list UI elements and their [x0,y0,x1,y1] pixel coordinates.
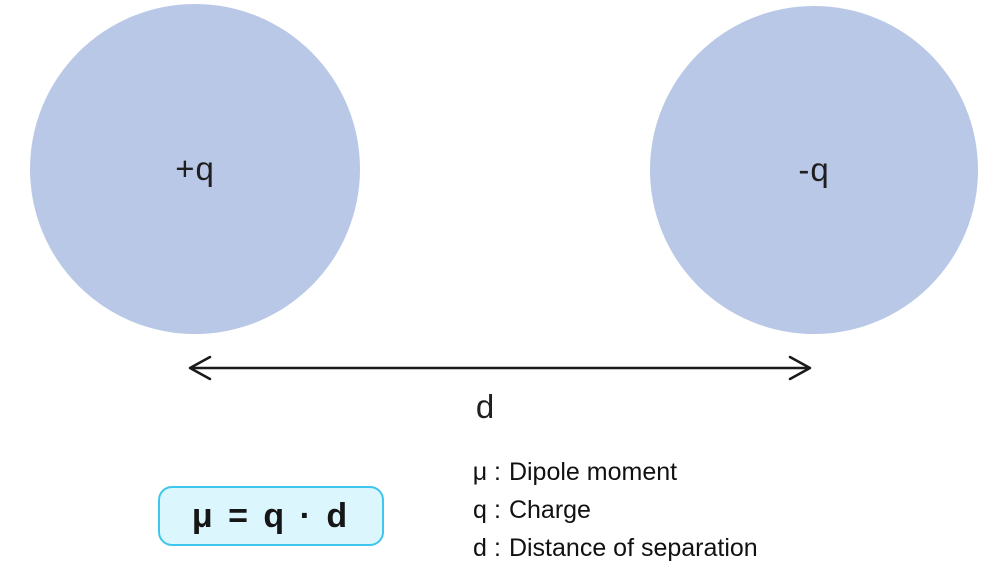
legend-description-distance: Distance of separation [508,534,758,562]
legend-description-charge: Charge [508,496,591,524]
legend-item-distance: d : Distance of separation [470,534,758,562]
double-arrow-icon [188,355,812,381]
dipole-formula-text: μ = q · d [191,496,351,535]
negative-charge-label: -q [798,151,830,188]
legend-item-dipole-moment: μ : Dipole moment [470,458,758,486]
legend-symbol-mu: μ [472,458,488,486]
legend: μ : Dipole moment q : Charge d : Distanc… [470,458,758,562]
dipole-formula-box: μ = q · d [158,486,384,546]
positive-charge-circle: +q [30,4,360,334]
distance-label: d [475,388,495,425]
positive-charge-label: +q [175,150,215,187]
legend-symbol-q: q [473,496,487,524]
legend-separator: : [494,534,501,562]
legend-item-charge: q : Charge [470,496,758,524]
distance-arrow [180,349,820,387]
legend-symbol-d: d [473,534,487,562]
legend-description-dipole-moment: Dipole moment [508,458,678,486]
legend-separator: : [494,458,501,486]
legend-separator: : [494,496,501,524]
negative-charge-circle: -q [650,6,978,334]
